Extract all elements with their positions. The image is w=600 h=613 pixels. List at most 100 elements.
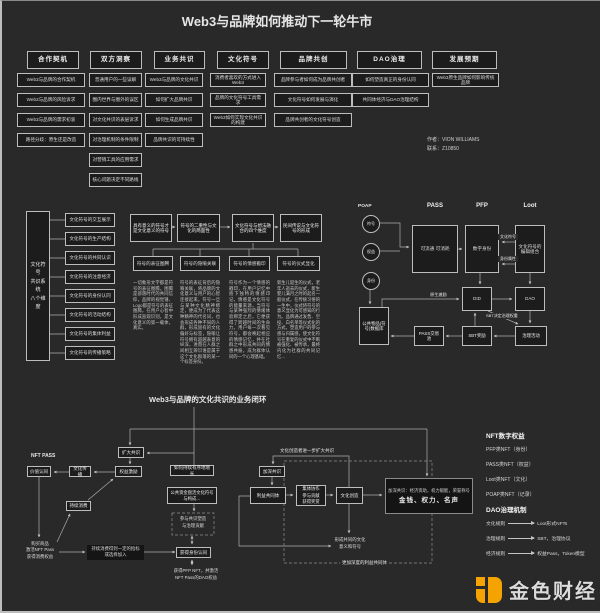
flow-detail-title: 符号的仪式显化 [277, 256, 320, 271]
buy-goods-line: 激活NFT Pass [25, 547, 55, 553]
column-header-dao-governance: DAO治理 [357, 51, 422, 69]
column-item: 品牌共识的可持续性 [145, 133, 203, 147]
dimension-row: 文化符号的共同认识 [65, 251, 115, 265]
column-item: 消费者喜欢的方式进入Web3 [210, 73, 266, 87]
column-item: 如何扩大品牌共识 [145, 93, 203, 107]
collective-line: 参与贡献 [302, 492, 320, 498]
did-node: DID [462, 287, 492, 311]
dimension-row: 文化符号的注意经济 [65, 270, 115, 284]
common-meaning-line: 形成共同的文化 [334, 537, 366, 542]
pass-pool-node: PASS交易池 [414, 326, 444, 346]
consume-indicator-line: 或选择加入 [104, 552, 127, 558]
public-fund-node: 公共资金盘活文化符号与构成… [167, 487, 217, 504]
column-item: 核心问题决定不同路线 [89, 173, 142, 187]
column-item: 如何塑造真正的身份认同 [352, 73, 429, 87]
governance-node: 治理活动 [515, 326, 547, 346]
culture-creation-node: 文化创造 [336, 487, 363, 504]
jinse-finance-text: 金色财经 [509, 581, 597, 603]
nft-rights-title: NFT数字权益 [486, 433, 525, 440]
dao-rule-row: 文化规则 Loot形式NFTs [486, 520, 600, 527]
column-item: Web3如何实现文化共识的构建 [210, 113, 266, 127]
nft-rights-item: POAP类NFT（记录） [486, 492, 535, 498]
column-item: 对营销工具的应用需求 [89, 153, 142, 167]
deepen-box-line1: 加深共识：经济资助，权力赋能，荣誉称号 [388, 487, 470, 493]
dao-rule-row: 经济规则 权益Pass，Token模型 [486, 550, 600, 557]
dimension-row: 文化符号的身份认同 [65, 289, 115, 303]
dao-rule-row: 治理规则 SBT，治理协议 [486, 535, 600, 542]
column-item: 圈内世界与圈外的误区 [89, 93, 142, 107]
rule-right: SBT，治理协议 [537, 537, 571, 542]
common-meaning-text: 形成共同的文化 意义和符号 [330, 537, 370, 550]
dao-node: DAO [515, 287, 545, 311]
pfp-gain-text: 获得PFP NFT，并激活 NFT Pass的DAO权益 [166, 568, 226, 581]
deeper-community-label: 更加深度的利益共同体 [340, 560, 389, 566]
nft-rights-item: Loot类NFT（文化） [486, 477, 531, 483]
column-item: 路径分歧：原生还是改造 [17, 133, 85, 147]
deepen-box-line2: 金钱、权力、名声 [399, 496, 459, 504]
column-item: Web3与品牌的风险诉求 [17, 93, 85, 107]
column-item: 品牌共创者的文化符号创造 [274, 113, 352, 127]
edge-label-identity-attr: 身份属性 [498, 256, 518, 262]
column-item: Web3与品牌的合作契机 [17, 73, 85, 87]
rule-arrow-icon [508, 521, 536, 525]
nft-rights-legend: NFT数字权益 PFP类NFT（身份） PASS类NFT（权益） Loot类NF… [486, 430, 598, 506]
buy-goods-text: 购买商品 激活NFT Pass 获得消费权益 [20, 541, 60, 560]
edge-label-native-incentive: 原生激励 [428, 292, 449, 298]
column-item: 品牌参与者如何成为品牌共创者 [274, 73, 352, 87]
column-header-insight: 双方洞察 [90, 51, 142, 69]
flow-chain-box: 民间传说与文化符号的形成 [280, 214, 322, 242]
dimensions-side-line: 八个维度 [30, 295, 46, 311]
edge-label-culture-symbol: 文化符号 [498, 234, 518, 240]
deepen-consensus-box: 加深共识：经济资助，权力赋能，荣誉称号 金钱、权力、名声 [385, 478, 473, 514]
poap-circle-identity: 身份 [362, 272, 380, 290]
nft-pass-label: NFT PASS [31, 453, 56, 459]
sustained-consumption-node: 持续消费 [66, 501, 91, 511]
poap-label: POAP [358, 204, 372, 209]
column-header-brand-cocreation: 品牌共创 [280, 51, 347, 69]
flow-chain-box: 符号的二重性与文化的两面性 [177, 214, 220, 242]
dimensions-side-line: 文化符号 [30, 261, 46, 277]
jinse-finance-logo-icon [476, 576, 502, 603]
column-item: 文化符号如何发展与演化 [274, 93, 352, 107]
rule-right: Loot形式NFTs [537, 522, 568, 527]
rule-arrow-icon [508, 551, 536, 555]
dao-rules-legend: DAO治理机制 文化规则 Loot形式NFTs 治理规则 SBT，治理协议 经济… [486, 504, 600, 565]
dimensions-side-box: 文化符号 共识系统 八个维度 [26, 211, 50, 361]
column-item: 对治理机制的条件限制 [89, 133, 142, 147]
dimension-row: 文化符号的生产结构 [65, 232, 115, 246]
public-goods-node: 公共物品(符号)数据库 [359, 307, 389, 345]
flow-chain-box: 具有意义的符号才是文化意义的符号 [130, 214, 172, 242]
column-item: 品牌的文化符号工具需求 [210, 93, 266, 107]
dimension-row: 文化符号的活动结构 [65, 308, 115, 322]
pass-box: 可流通 可消耗 [412, 225, 458, 273]
dimension-row: 文化符号的交互展示 [65, 213, 115, 227]
flow-chain-box: 文化符号与想法融合的四个维度 [232, 214, 274, 242]
author-line: 作者：VION WILLIAMS [427, 137, 480, 143]
participate-line: 参与共识塑造 [179, 516, 207, 521]
pfp-gain-line: NFT Pass的DAO权益 [174, 574, 218, 580]
consume-indicator-line: 持续消费得到一定的指标 [91, 546, 140, 551]
column-header-business-consensus: 业务共识 [154, 51, 205, 69]
identity-gain-node: 获得身份认同 [176, 547, 211, 558]
collective-line: 获得奖赏 [302, 498, 320, 504]
sustain-growth-node: 如何持续有序地增长 [170, 465, 214, 476]
deepen-consensus-small-node: 加深共识 [259, 466, 285, 477]
contact-line: 联系：Z10850 [427, 146, 459, 152]
collective-line: 集体协作 [302, 486, 320, 492]
flow-detail-title: 符号的表征图腾 [133, 256, 173, 271]
edge-label-sbt-weight: SBT决定治理权重 [484, 313, 520, 319]
poap-circle-symbol: 符号 [362, 215, 380, 233]
sbt-reward-node: SBT奖励 [462, 326, 492, 346]
dao-rules-title: DAO治理机制 [486, 507, 527, 514]
value-identity-node: 价值认同 [27, 466, 51, 477]
buy-goods-line: 获得消费权益 [26, 553, 54, 559]
pfp-box: 数字身份 [465, 225, 499, 273]
flow-detail-title: 符号的隐喻关联 [180, 256, 220, 271]
buy-goods-line: 购买商品 [31, 541, 49, 546]
dimensions-side-line: 共识系统 [30, 278, 46, 294]
column-item: 如何生成品牌共识 [145, 113, 203, 127]
column-header-cooperation: 合作契机 [27, 51, 79, 69]
collective-node: 集体协作 参与贡献 获得奖赏 [296, 485, 326, 506]
interest-community-node: 利益共同体 [250, 487, 286, 504]
